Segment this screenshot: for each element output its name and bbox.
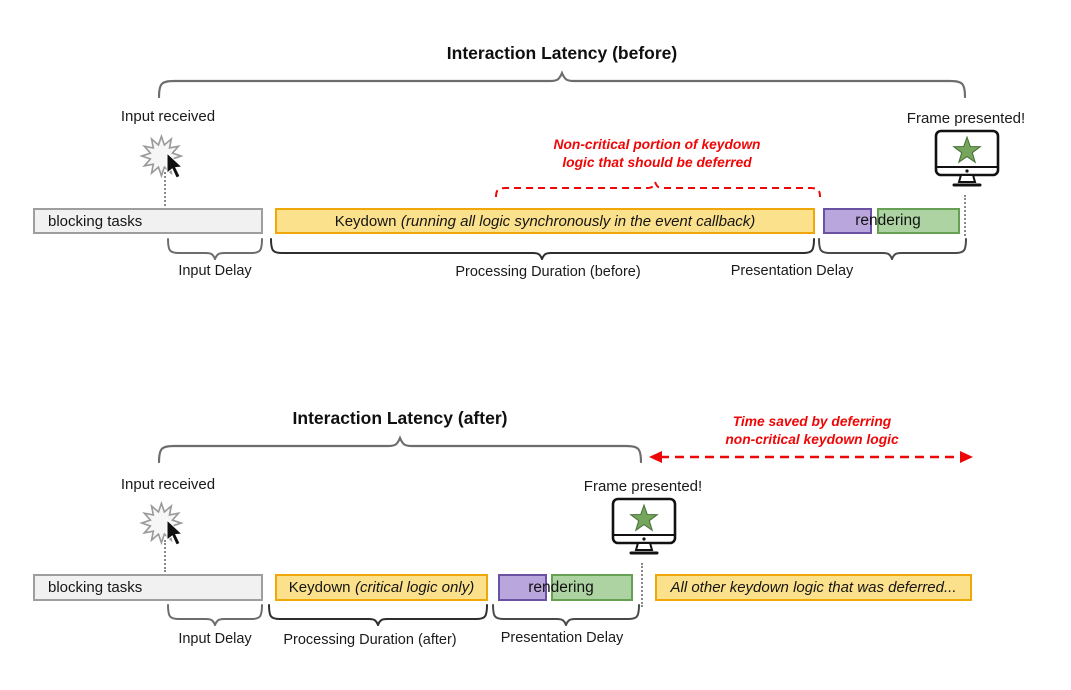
after-title: Interaction Latency (after) xyxy=(292,408,508,428)
after-monitor-icon xyxy=(611,497,677,555)
after-input-delay-brace xyxy=(167,604,263,626)
after-presentation-delay-label: Presentation Delay xyxy=(500,630,624,646)
after-time-saved-arrow xyxy=(649,451,973,463)
before-rendering-bar xyxy=(877,208,960,234)
before-frame-dotted-line xyxy=(964,195,966,236)
after-keydown-detail-label: (critical logic only) xyxy=(355,579,475,596)
before-presentation-delay-brace xyxy=(818,238,967,260)
before-monitor-star-icon xyxy=(952,135,982,164)
after-processing-duration-label: Processing Duration (after) xyxy=(283,632,457,648)
before-presentation-delay-label: Presentation Delay xyxy=(730,263,854,279)
before-monitor-icon xyxy=(934,129,1000,187)
before-annotation: Non-critical portion of keydown logic th… xyxy=(554,136,761,171)
after-keydown-bar: Keydown (critical logic only) xyxy=(275,574,488,601)
before-input-dotted-line xyxy=(164,172,166,206)
before-processing-duration-brace xyxy=(270,238,815,260)
after-purple-bar-segment xyxy=(498,574,547,601)
before-keydown-bar: Keydown (running all logic synchronously… xyxy=(275,208,815,234)
after-input-delay-label: Input Delay xyxy=(178,631,252,647)
after-frame-dotted-line xyxy=(641,563,643,607)
before-rendering-label: rendering xyxy=(855,212,921,229)
before-keydown-label: Keydown xyxy=(334,212,397,230)
before-annotation-line1: Non-critical portion of keydown xyxy=(553,137,761,152)
before-keydown-detail-label: (running all logic synchronously in the … xyxy=(400,212,756,230)
after-presentation-delay-brace xyxy=(492,604,640,626)
after-deferred-label: All other keydown logic that was deferre… xyxy=(670,579,957,596)
before-blocking-tasks-label: blocking tasks xyxy=(48,212,143,230)
before-annotation-line2: logic that should be deferred xyxy=(562,154,752,170)
after-keydown-label: Keydown xyxy=(288,579,351,596)
before-input-delay-label: Input Delay xyxy=(178,263,252,279)
after-monitor-star-icon xyxy=(629,503,659,532)
before-frame-presented-label: Frame presented! xyxy=(906,110,1026,127)
after-rendering-label: rendering xyxy=(528,579,594,596)
before-processing-duration-label: Processing Duration (before) xyxy=(455,264,641,280)
after-annotation-line1: Time saved by deferring xyxy=(732,414,892,429)
before-input-burst-icon xyxy=(139,133,184,179)
after-time-saved-annotation: Time saved by deferring non-critical key… xyxy=(725,413,898,448)
before-cursor-icon xyxy=(166,151,184,179)
before-red-dashed-brace xyxy=(495,181,821,198)
after-annotation-line2: non-critical keydown logic xyxy=(725,431,899,447)
after-latency-brace xyxy=(158,435,642,463)
before-input-received-label: Input received xyxy=(120,108,216,125)
after-blocking-tasks-label: blocking tasks xyxy=(48,579,143,596)
before-title: Interaction Latency (before) xyxy=(446,43,678,63)
after-input-dotted-line xyxy=(164,540,166,572)
before-latency-brace xyxy=(158,70,966,98)
after-input-received-label: Input received xyxy=(120,476,216,493)
after-frame-presented-label: Frame presented! xyxy=(583,478,703,495)
after-deferred-bar: All other keydown logic that was deferre… xyxy=(655,574,972,601)
before-purple-bar-segment xyxy=(823,208,872,234)
after-blocking-tasks-bar: blocking tasks xyxy=(33,574,263,601)
after-processing-duration-brace xyxy=(268,604,488,626)
after-rendering-bar xyxy=(551,574,633,601)
before-blocking-tasks-bar: blocking tasks xyxy=(33,208,263,234)
before-input-delay-brace xyxy=(167,238,263,260)
after-cursor-icon xyxy=(166,518,184,546)
after-input-burst-icon xyxy=(139,500,184,546)
